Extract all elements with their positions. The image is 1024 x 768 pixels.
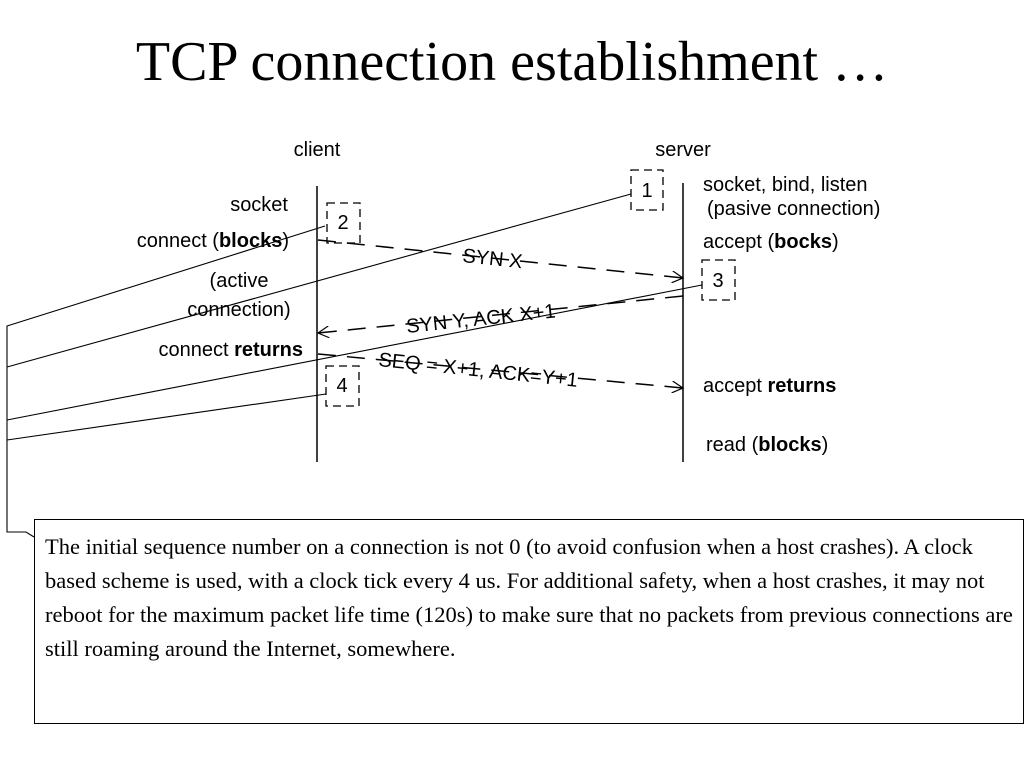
step-number: 1: [641, 180, 652, 202]
syn-ack-arrow: [318, 295, 684, 333]
client-returns-label: connect returns: [158, 339, 303, 361]
step-number: 3: [712, 270, 723, 292]
note-box: The initial sequence number on a connect…: [34, 519, 1024, 724]
server-accept-returns-label: accept returns: [703, 375, 836, 397]
server-passive-label: (pasive connection): [707, 198, 880, 220]
server-listen-label: socket, bind, listen: [703, 174, 868, 196]
step-box-2: 2: [326, 202, 361, 244]
syn-ack-message-label: SYN Y, ACK X+1: [405, 300, 556, 338]
client-active-label-1: (active: [210, 270, 269, 292]
step-box-3: 3: [701, 259, 736, 301]
slide-title: TCP connection establishment …: [135, 31, 889, 93]
step-box-1: 1: [630, 169, 664, 211]
server-header: server: [655, 139, 711, 161]
client-connect-label: connect (blocks): [137, 230, 289, 252]
ack-message-label: SEQ = X+1, ACK=Y+1: [377, 349, 578, 392]
server-accept-label: accept (bocks): [703, 231, 839, 253]
callout-lines: [6, 193, 703, 538]
step-number: 4: [336, 375, 347, 397]
ack-arrow: [317, 353, 683, 388]
syn-message-label: SYN X: [461, 245, 523, 273]
step-number: 2: [337, 212, 348, 234]
client-socket-label: socket: [230, 194, 288, 216]
step-box-4: 4: [325, 365, 360, 407]
syn-arrow: [317, 239, 683, 278]
server-read-label: read (blocks): [706, 434, 828, 456]
client-header: client: [294, 139, 341, 161]
client-active-label-2: connection): [187, 299, 290, 321]
